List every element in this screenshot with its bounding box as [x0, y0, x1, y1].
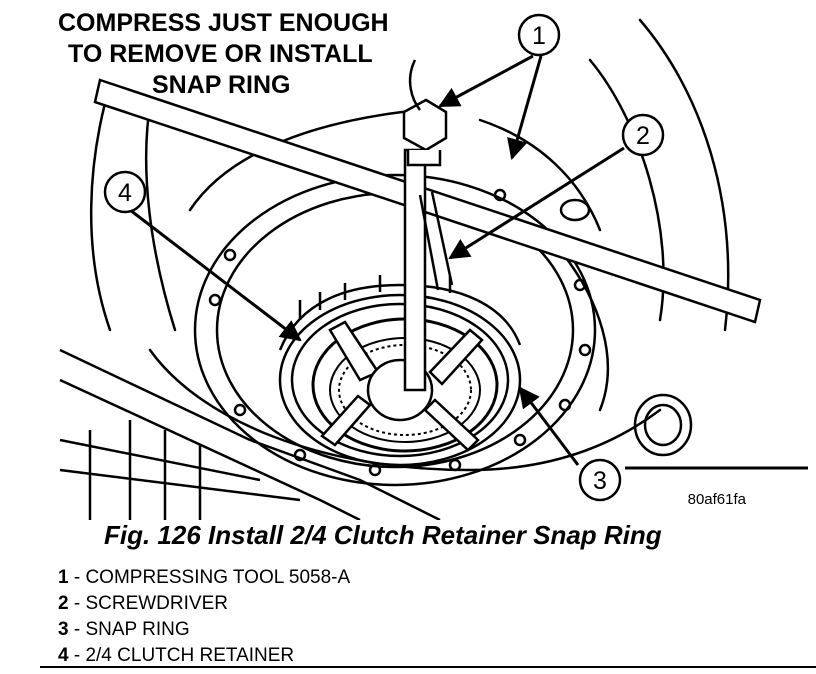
transmission-illustration: 1 2 3 4 80af61fa — [59, 13, 808, 520]
legend-text: - SCREWDRIVER — [68, 593, 228, 614]
legend: 1 - COMPRESSING TOOL 5058-A 2 - SCREWDRI… — [58, 565, 350, 669]
legend-text: - COMPRESSING TOOL 5058-A — [68, 567, 351, 588]
forcing-screw — [402, 98, 448, 392]
svg-text:2: 2 — [636, 122, 650, 150]
case-bolt-hole — [559, 198, 693, 457]
legend-item: 2 - SCREWDRIVER — [58, 591, 350, 617]
screwdriver-tool — [408, 59, 454, 291]
figure-caption: Fig. 126 Install 2/4 Clutch Retainer Sna… — [104, 520, 662, 550]
leader-lines — [129, 54, 808, 470]
oil-pan-grid — [59, 348, 441, 520]
svg-text:3: 3 — [593, 467, 607, 495]
compressing-tool-bar — [93, 78, 762, 324]
legend-text: - 2/4 CLUTCH RETAINER — [68, 645, 295, 666]
callout-2: 2 — [621, 113, 665, 157]
legend-number: 1 — [58, 567, 69, 588]
legend-item: 3 - SNAP RING — [58, 617, 350, 643]
bottom-rule — [40, 666, 816, 668]
instruction-line-3: SNAP RING — [152, 71, 291, 99]
clutch-retainer — [278, 273, 522, 467]
callout-1: 1 — [517, 13, 561, 57]
legend-number: 3 — [58, 619, 69, 640]
callout-3: 3 — [578, 458, 622, 502]
compressor-spokes — [320, 320, 484, 452]
instruction-line-2: TO REMOVE OR INSTALL — [68, 40, 373, 68]
legend-text: - SNAP RING — [68, 619, 190, 640]
callout-4: 4 — [103, 170, 147, 214]
svg-text:4: 4 — [118, 179, 132, 207]
legend-item: 4 - 2/4 CLUTCH RETAINER — [58, 643, 350, 669]
legend-number: 2 — [58, 593, 69, 614]
bell-housing-bolt-ring — [193, 173, 597, 487]
legend-number: 4 — [58, 645, 69, 666]
svg-text:1: 1 — [532, 22, 546, 50]
legend-item: 1 - COMPRESSING TOOL 5058-A — [58, 565, 350, 591]
instruction-line-1: COMPRESS JUST ENOUGH — [58, 9, 389, 37]
image-code: 80af61fa — [688, 491, 747, 508]
